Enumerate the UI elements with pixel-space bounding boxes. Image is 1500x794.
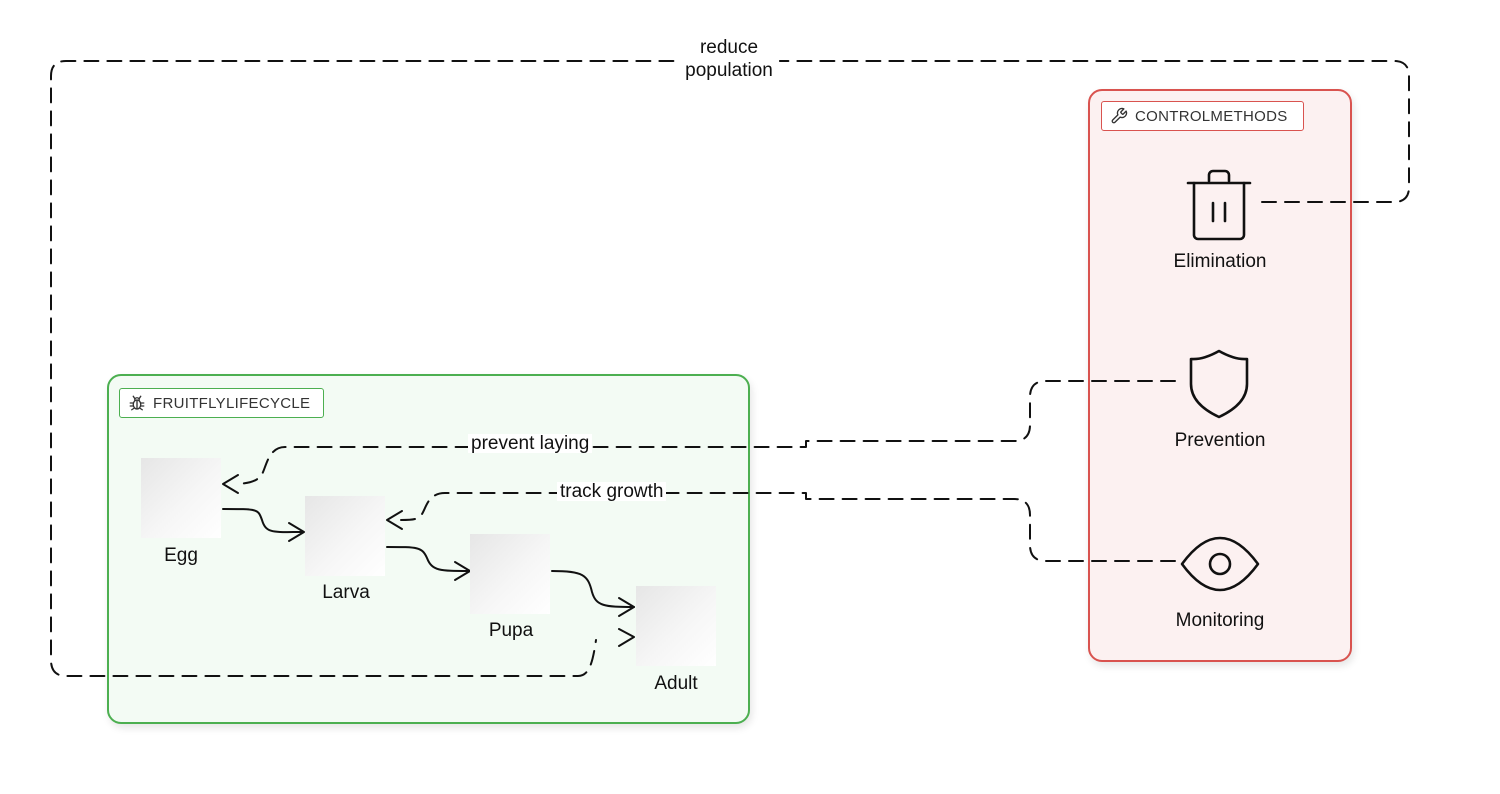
- node-label-adult: Adult: [654, 673, 698, 694]
- node-adult[interactable]: [636, 586, 716, 666]
- arrowhead: [618, 628, 635, 647]
- node-label-monitoring: Monitoring: [1175, 610, 1265, 631]
- trash-icon[interactable]: [1183, 168, 1255, 244]
- node-label-prevention: Prevention: [1174, 430, 1266, 451]
- node-egg[interactable]: [141, 458, 221, 538]
- eye-icon[interactable]: [1179, 536, 1261, 592]
- edge-prevent-laying: [237, 380, 1176, 485]
- bug-icon: [129, 395, 145, 411]
- wrench-icon: [1111, 107, 1128, 124]
- edge-reduce-population: [50, 60, 1410, 677]
- node-larva[interactable]: [305, 496, 385, 576]
- arrowhead: [618, 597, 635, 617]
- edge-track-growth: [399, 492, 1176, 562]
- arrowhead: [386, 510, 403, 530]
- group-control-methods: [1088, 89, 1352, 662]
- node-label-egg: Egg: [164, 545, 198, 566]
- group-label-fruitfly-lifecycle: FRUITFLYLIFECYCLE: [119, 388, 324, 418]
- arrowhead: [222, 474, 239, 494]
- edge-label-track-growth: track growth: [557, 482, 667, 501]
- shield-icon[interactable]: [1187, 348, 1251, 420]
- group-label-control-methods: CONTROLMETHODS: [1101, 101, 1304, 131]
- node-label-larva: Larva: [322, 582, 370, 603]
- edge-larva-pupa: [386, 546, 470, 572]
- group-label-text: FRUITFLYLIFECYCLE: [153, 394, 311, 412]
- edge-label-reduce-population: reduce population: [679, 36, 779, 82]
- node-label-elimination: Elimination: [1173, 251, 1267, 272]
- edge-pupa-adult: [551, 570, 635, 608]
- edge-label-prevent-laying: prevent laying: [468, 434, 593, 453]
- arrowhead: [288, 522, 305, 542]
- edge-egg-larva: [222, 508, 304, 534]
- node-label-pupa: Pupa: [488, 620, 534, 641]
- group-label-text: CONTROLMETHODS: [1135, 107, 1288, 125]
- node-pupa[interactable]: [470, 534, 550, 614]
